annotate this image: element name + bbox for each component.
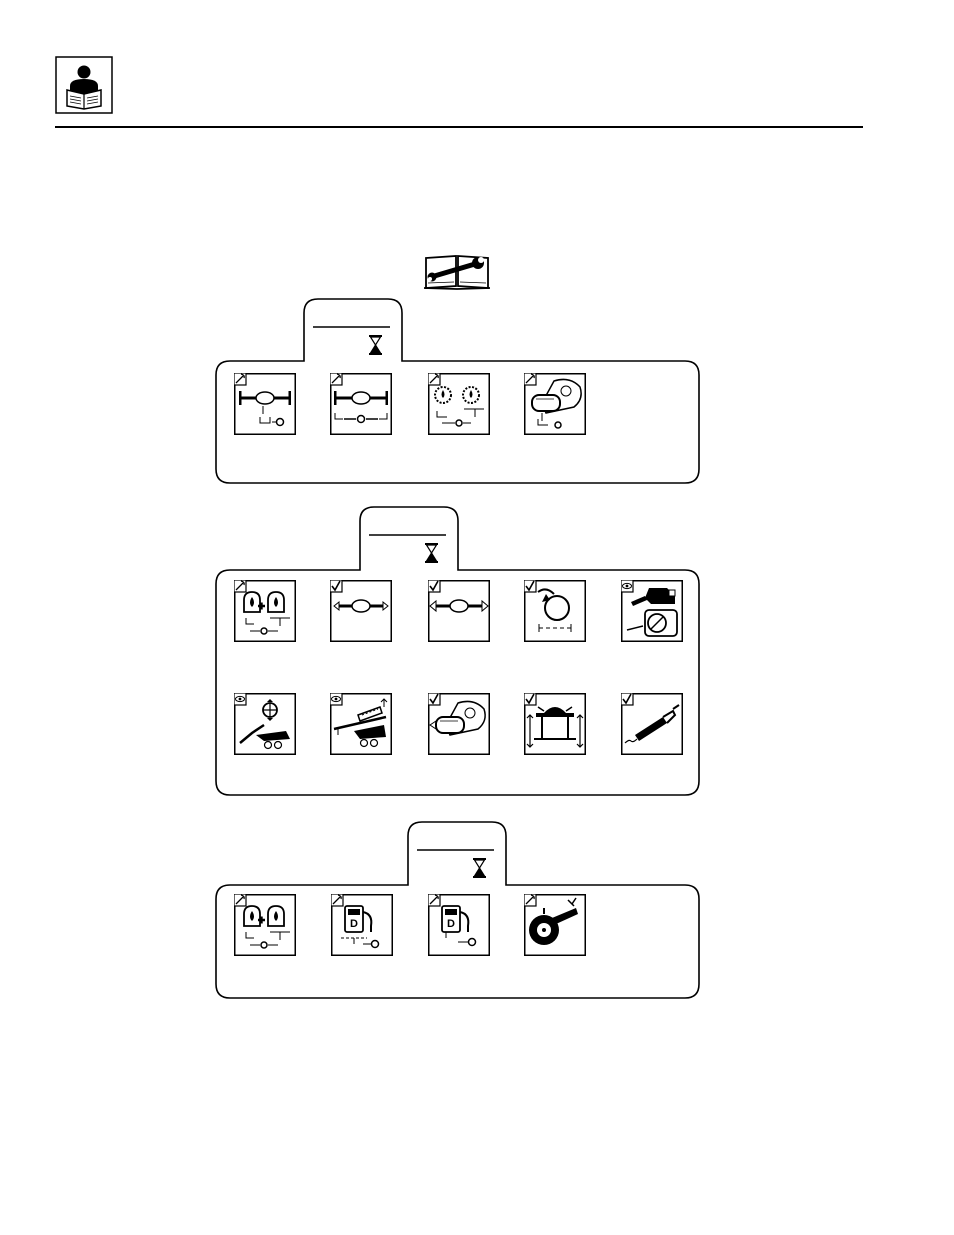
transmission-oil-change-icon <box>524 373 586 435</box>
check-tag-icon <box>428 580 440 592</box>
check-tag-icon <box>621 693 633 705</box>
inspect-tag-icon <box>330 693 342 705</box>
check-tag-icon <box>524 580 536 592</box>
diesel-fuel-drain-icon: D <box>428 894 490 956</box>
gear-oil-change-icon <box>428 373 490 435</box>
panel-border <box>216 507 699 795</box>
header-rule <box>55 126 863 128</box>
check-tag-icon <box>330 580 342 592</box>
engine-hydraulic-oil-change-icon <box>234 580 296 642</box>
panel-border <box>216 822 699 998</box>
service-tag-icon <box>524 894 536 906</box>
diesel-fuel-filter-change-icon: D <box>331 894 393 956</box>
panel-border <box>216 299 699 483</box>
service-tag-icon <box>428 373 440 385</box>
svg-text:D: D <box>350 918 358 930</box>
service-tag-icon <box>330 373 342 385</box>
svg-text:D: D <box>447 918 455 930</box>
service-tag-icon <box>428 894 440 906</box>
engine-hydraulic-oil-change-icon <box>234 894 296 956</box>
check-tag-icon <box>524 693 536 705</box>
service-tag-icon <box>234 373 246 385</box>
service-tag-icon <box>331 894 343 906</box>
operator-reading-manual-icon <box>55 56 113 114</box>
hourglass-icon <box>425 543 438 563</box>
service-tag-icon <box>234 580 246 592</box>
grease-gun-check-icon <box>621 693 683 755</box>
boom-pivot-inspect-icon <box>234 693 296 755</box>
axle-hubs-check-icon <box>428 580 490 642</box>
frame-level-check-icon <box>524 693 586 755</box>
axle-check-icon <box>330 580 392 642</box>
inspect-tag-icon <box>621 580 633 592</box>
boom-chain-inspect-icon <box>330 693 392 755</box>
rotation-distance-check-icon <box>524 580 586 642</box>
service-manual-wrench-icon <box>423 252 491 290</box>
inspect-tag-icon <box>234 693 246 705</box>
header-logo <box>55 56 113 114</box>
service-tag-icon <box>524 373 536 385</box>
service-tag-icon <box>234 894 246 906</box>
axle-hubs-oil-change-icon <box>330 373 392 435</box>
engine-fan-belt-inspect-icon <box>621 580 683 642</box>
transmission-check-icon <box>428 693 490 755</box>
hourglass-icon <box>369 335 382 355</box>
wheel-lug-nut-torque-icon <box>524 894 586 956</box>
axle-oil-change-icon <box>234 373 296 435</box>
hourglass-icon <box>473 858 486 878</box>
check-tag-icon <box>428 693 440 705</box>
